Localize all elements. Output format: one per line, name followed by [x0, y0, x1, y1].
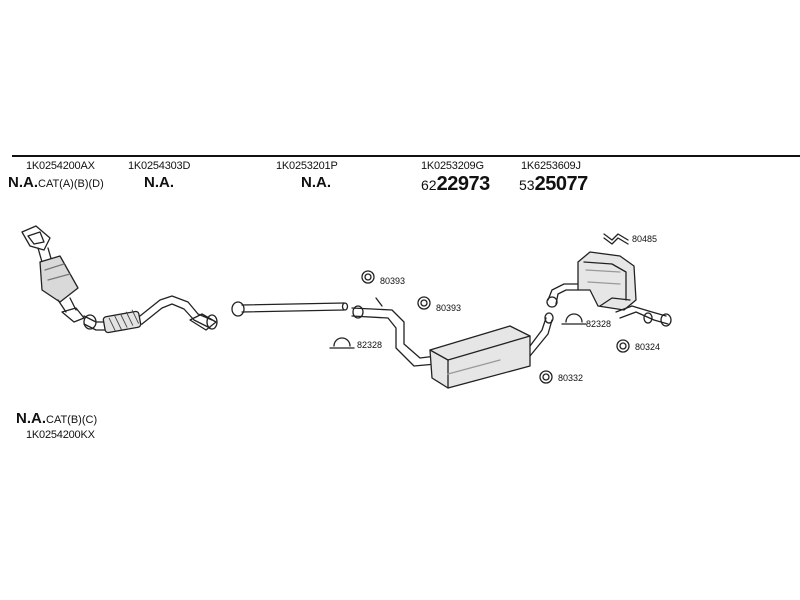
catalytic-converter — [21, 225, 85, 323]
callout-80393: 80393 — [380, 276, 406, 286]
callout-82328: 82328 — [357, 340, 383, 350]
part-number-col3: 1K0253201P — [276, 160, 338, 172]
part-number-col4: 1K0253209G — [421, 160, 484, 172]
part-number-col5: 1K6253609J — [521, 160, 581, 172]
callout-80332: 80332 — [558, 373, 584, 383]
part-number-col2: 1K0254303D — [128, 160, 191, 172]
price-prefix: 62 — [421, 177, 437, 193]
price-col5: 5325077 — [519, 173, 588, 196]
rear-silencer — [546, 251, 672, 327]
status-col1: N.A.CAT(A)(B)(D) — [8, 174, 104, 192]
price-col4: 6222973 — [421, 173, 490, 196]
hanger-bracket-icon — [603, 233, 629, 245]
ring-icon — [417, 296, 431, 310]
part-number-col1: 1K0254200AX — [26, 160, 95, 172]
status-col2: N.A. — [144, 174, 174, 191]
status-na: N.A. — [16, 410, 46, 427]
ring-icon — [361, 270, 375, 284]
footer-status: N.A.CAT(B)(C) — [16, 410, 97, 428]
callout-82328: 82328 — [586, 319, 612, 329]
callout-80393: 80393 — [436, 303, 462, 313]
status-na: N.A. — [8, 174, 38, 191]
ring-icon — [616, 339, 630, 353]
front-pipe — [83, 295, 218, 334]
callout-parts — [329, 233, 630, 384]
footer-part-number: 1K0254200KX — [26, 429, 95, 441]
price-prefix: 53 — [519, 177, 535, 193]
header-rule — [12, 155, 800, 157]
cat-note: CAT(B)(C) — [46, 414, 98, 426]
ring-icon — [539, 370, 553, 384]
center-muffler — [351, 297, 554, 389]
callout-80485: 80485 — [632, 234, 658, 244]
cat-note: CAT(A)(B)(D) — [38, 178, 104, 190]
status-col3: N.A. — [301, 174, 331, 191]
price-main: 22973 — [436, 173, 491, 195]
price-main: 25077 — [534, 173, 589, 195]
intermediate-pipe — [231, 301, 349, 317]
callout-80324: 80324 — [635, 342, 661, 352]
clamp-icon — [329, 337, 355, 349]
clamp-icon — [561, 313, 587, 325]
